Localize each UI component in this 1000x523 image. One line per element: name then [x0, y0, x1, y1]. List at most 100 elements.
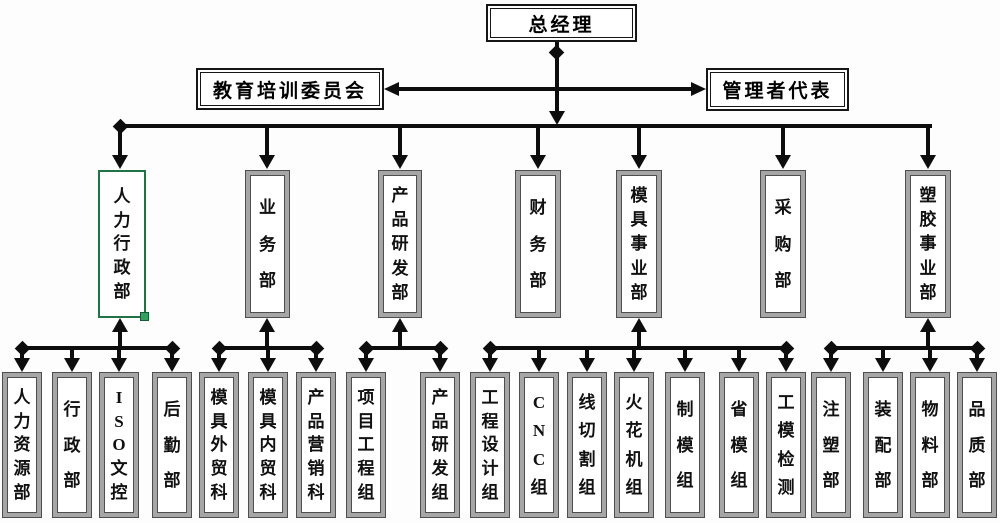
connector-child-drop	[364, 350, 368, 360]
connector-child-arrowhead	[531, 358, 547, 372]
connector-child-drop	[70, 350, 74, 360]
connector-trunk	[118, 124, 932, 128]
node-label: 教育培训委员会	[212, 80, 367, 102]
connector-child-arrowhead	[260, 358, 276, 372]
connector-child-arrowhead	[111, 358, 127, 372]
connector-drop	[118, 126, 122, 156]
connector-drop	[926, 126, 930, 156]
connector-child-drop	[829, 350, 833, 360]
connector-arrow-right	[691, 82, 706, 96]
connector-up-arrowhead	[920, 318, 936, 332]
connector-child-drop	[20, 350, 24, 360]
dept-purchasing[interactable]: 采购部	[760, 170, 806, 318]
unit-wire-cutting[interactable]: 线切割组	[567, 372, 607, 518]
connector-root-diamond	[548, 44, 565, 61]
connector-child-arrowhead	[358, 358, 374, 372]
node-management-representative[interactable]: 管理者代表	[706, 68, 849, 111]
connector-drop	[536, 126, 540, 156]
connector-up-arrowhead	[259, 318, 275, 332]
connector-child-drop	[881, 350, 885, 360]
connector-child-drop	[784, 350, 788, 360]
node-education-training-committee[interactable]: 教育培训委员会	[196, 68, 384, 110]
connector-bus-g4	[490, 346, 786, 350]
unit-mold-polishing[interactable]: 省模组	[719, 372, 759, 518]
connector-child-drop	[217, 350, 221, 360]
connector-child-arrowhead	[211, 358, 227, 372]
connector-child-drop	[585, 350, 589, 360]
unit-project-engineering[interactable]: 项目工程组	[346, 372, 386, 518]
connector-committee-line	[398, 87, 692, 91]
unit-mold-foreign-trade[interactable]: 模具外贸科	[199, 372, 239, 518]
connector-child-drop	[683, 350, 687, 360]
connector-child-drop	[975, 350, 979, 360]
unit-product-marketing[interactable]: 产品营销科	[296, 372, 336, 518]
dept-business[interactable]: 业务部	[245, 170, 290, 318]
connector-child-arrowhead	[482, 358, 498, 372]
unit-engineering-design[interactable]: 工程设计组	[470, 372, 510, 518]
connector-drop	[781, 126, 785, 156]
connector-up-line	[118, 330, 122, 348]
connector-child-arrowhead	[579, 358, 595, 372]
connector-drop	[637, 126, 641, 156]
connector-up-arrowhead	[392, 318, 408, 332]
connector-up-line	[926, 330, 930, 348]
connector-child-drop	[632, 350, 636, 360]
connector-child-arrowhead	[922, 358, 938, 372]
connector-arrow-left	[384, 82, 399, 96]
unit-mold-domestic-trade[interactable]: 模具内贸科	[248, 372, 288, 518]
connector-child-drop	[117, 350, 121, 360]
node-label: 管理者代表	[722, 81, 833, 102]
connector-root-arrowhead	[549, 111, 565, 125]
unit-hr[interactable]: 人力资源部	[2, 372, 42, 518]
connector-child-arrowhead	[969, 358, 985, 372]
dept-plastic-division[interactable]: 塑胶事业部	[905, 170, 951, 318]
connector-child-arrowhead	[731, 358, 747, 372]
connector-drop-arrowhead	[631, 155, 647, 169]
connector-up-line	[637, 330, 641, 348]
connector-drop-arrowhead	[530, 155, 546, 169]
unit-injection-molding[interactable]: 注塑部	[811, 372, 851, 518]
connector-drop-arrowhead	[392, 155, 408, 169]
unit-materials[interactable]: 物料部	[910, 372, 950, 518]
unit-mold-making[interactable]: 制模组	[665, 372, 705, 518]
dept-mold-division[interactable]: 模具事业部	[616, 170, 662, 318]
dept-product-rd[interactable]: 产品研发部	[378, 170, 422, 318]
connector-child-drop	[537, 350, 541, 360]
unit-product-rd-group[interactable]: 产品研发组	[420, 372, 460, 518]
connector-bus-g5	[831, 346, 977, 350]
connector-bus-g2	[219, 346, 316, 350]
connector-child-arrowhead	[14, 358, 30, 372]
unit-edm[interactable]: 火花机组	[614, 372, 654, 518]
connector-child-arrowhead	[64, 358, 80, 372]
connector-bus-g3	[366, 346, 440, 350]
unit-assembly[interactable]: 装配部	[863, 372, 903, 518]
connector-drop-arrowhead	[112, 155, 128, 169]
connector-child-arrowhead	[823, 358, 839, 372]
connector-drop-arrowhead	[775, 155, 791, 169]
connector-child-arrowhead	[432, 358, 448, 372]
connector-child-drop	[170, 350, 174, 360]
connector-child-drop	[266, 350, 270, 360]
connector-child-arrowhead	[626, 358, 642, 372]
unit-tooling-inspection[interactable]: 工模检测	[766, 372, 806, 518]
dept-hr-admin[interactable]: 人力行政部	[98, 170, 149, 321]
connector-child-arrowhead	[677, 358, 693, 372]
connector-child-arrowhead	[778, 358, 794, 372]
unit-logistics[interactable]: 后勤部	[152, 372, 192, 518]
unit-quality[interactable]: 品质部	[957, 372, 997, 518]
connector-child-arrowhead	[164, 358, 180, 372]
connector-child-drop	[314, 350, 318, 360]
connector-drop-arrowhead	[920, 155, 936, 169]
connector-root-drop	[555, 41, 559, 114]
connector-child-arrowhead	[308, 358, 324, 372]
node-label: 总经理	[528, 14, 595, 36]
dept-finance[interactable]: 财务部	[515, 170, 561, 318]
connector-drop	[398, 126, 402, 156]
unit-admin[interactable]: 行政部	[52, 372, 92, 518]
connector-drop-arrowhead	[259, 155, 275, 169]
node-general-manager[interactable]: 总经理	[486, 4, 637, 42]
connector-up-arrowhead	[112, 318, 128, 332]
